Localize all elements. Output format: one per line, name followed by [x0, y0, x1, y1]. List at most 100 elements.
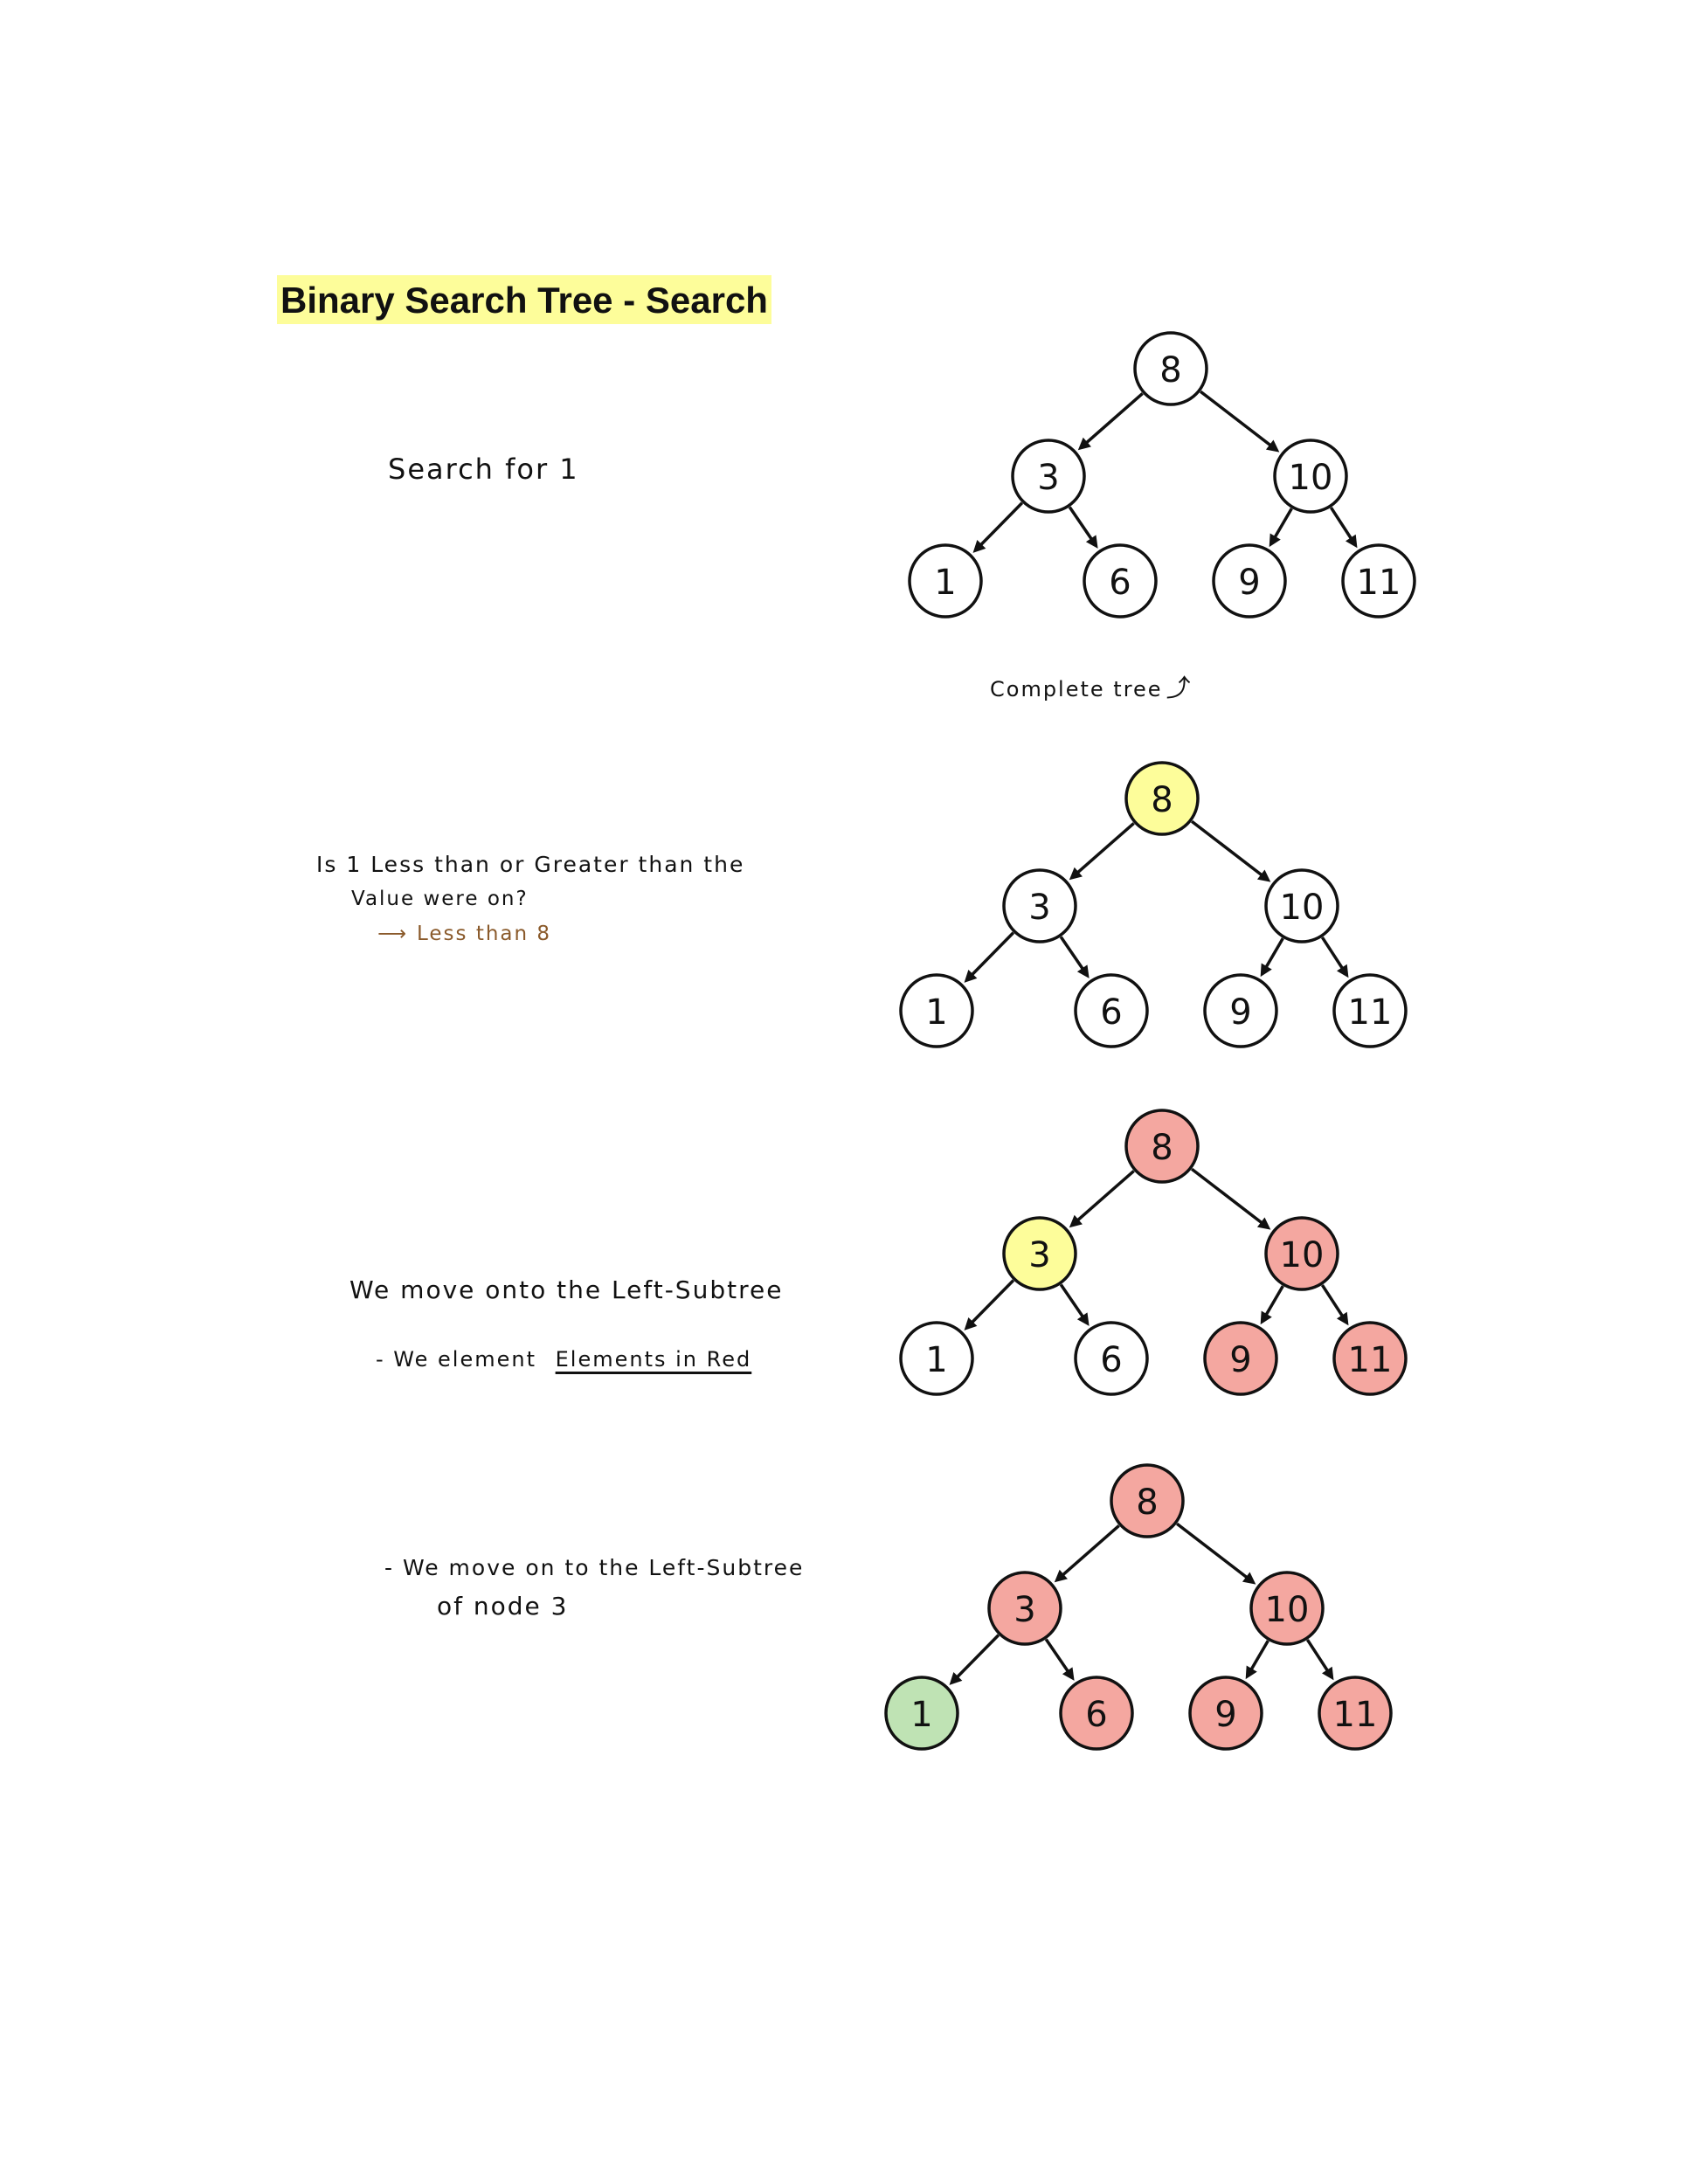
note-answer-text: Less than 8 — [416, 923, 552, 945]
tree-edge-n3-n6 — [1044, 1638, 1073, 1677]
tree-node-label: 11 — [1333, 1695, 1378, 1735]
tree-node-label: 10 — [1280, 1235, 1325, 1275]
tree-node-11: 11 — [1332, 1321, 1408, 1396]
tree-node-circle — [884, 1676, 959, 1751]
tree-node-label: 3 — [1028, 1235, 1050, 1275]
tree-node-10: 10 — [1264, 1216, 1339, 1291]
note-move-left-again-line1: - We move on to the Left-Subtree — [384, 1555, 805, 1580]
tree-node-circle — [1318, 1676, 1393, 1751]
tree-node-label: 6 — [1109, 563, 1131, 603]
tree-node-label: 1 — [934, 563, 956, 603]
arrow-head-icon — [1069, 867, 1083, 881]
tree-node-6: 6 — [1074, 973, 1149, 1048]
tree-node-label: 9 — [1214, 1695, 1236, 1735]
arrow-head-icon — [1321, 1666, 1334, 1681]
arrow-head-icon — [1077, 437, 1091, 451]
tree-node-1: 1 — [908, 543, 983, 619]
tree-node-10: 10 — [1249, 1571, 1325, 1646]
tree-node-circle — [1332, 1321, 1408, 1396]
note-question-line2: Value were on? — [351, 888, 529, 910]
tree-node-circle — [1110, 1463, 1185, 1538]
tree-node-circle — [1059, 1676, 1134, 1751]
tree-node-label: 1 — [910, 1695, 932, 1735]
tree-edge-n3-n6 — [1059, 1283, 1088, 1323]
tree-edge-n3-n1 — [966, 931, 1015, 980]
tree-node-circle — [1249, 1571, 1325, 1646]
arrow-up-icon: ⤴ — [1166, 674, 1193, 702]
tree-node-label: 6 — [1085, 1695, 1107, 1735]
tree-node-8: 8 — [1124, 761, 1200, 836]
note-eliminate-underlined: Elements in Red — [555, 1347, 752, 1372]
tree-node-circle — [1188, 1676, 1263, 1751]
arrow-right-icon: ⟶ — [377, 923, 408, 945]
arrow-head-icon — [1076, 1312, 1090, 1326]
tree-node-label: 9 — [1238, 563, 1260, 603]
tree-edge-n8-n10 — [1176, 1522, 1253, 1583]
tree-node-circle — [1273, 439, 1348, 514]
tree-node-circle — [1011, 439, 1086, 514]
tree-node-label: 6 — [1100, 1340, 1122, 1380]
arrow-head-icon — [1336, 1311, 1349, 1326]
tree-node-circle — [908, 543, 983, 619]
tree-node-label: 11 — [1357, 563, 1401, 603]
tree-node-circle — [1074, 1321, 1149, 1396]
tree-edge-n8-n3 — [1072, 1170, 1135, 1226]
note-move-left-again-line2: of node 3 — [437, 1592, 569, 1621]
tree-node-1: 1 — [899, 973, 974, 1048]
tree-node-8: 8 — [1110, 1463, 1185, 1538]
arrow-head-icon — [1269, 533, 1281, 548]
tree-node-circle — [1203, 1321, 1278, 1396]
tree-node-8: 8 — [1133, 331, 1208, 406]
tree-node-circle — [899, 973, 974, 1048]
arrow-head-icon — [1062, 1667, 1075, 1681]
arrow-head-icon — [964, 1317, 978, 1330]
arrow-head-icon — [1260, 1310, 1272, 1325]
tree-node-11: 11 — [1341, 543, 1416, 619]
tree-node-label: 8 — [1151, 780, 1173, 820]
page-title: Binary Search Tree - Search — [277, 275, 771, 325]
tree-edge-n3-n6 — [1068, 506, 1097, 545]
tree-edge-n8-n10 — [1191, 1167, 1268, 1228]
tree-edge-n8-n3 — [1072, 822, 1135, 878]
tree-edge-n3-n1 — [966, 1279, 1015, 1328]
arrow-head-icon — [1242, 1572, 1256, 1585]
tree-edge-n8-n10 — [1191, 819, 1268, 881]
tree-edge-n10-n11 — [1320, 1284, 1347, 1323]
tree-node-circle — [1083, 543, 1158, 619]
tree-node-label: 11 — [1348, 1340, 1393, 1380]
tree-node-9: 9 — [1188, 1676, 1263, 1751]
arrow-head-icon — [1054, 1569, 1068, 1583]
tree-node-label: 8 — [1151, 1128, 1173, 1168]
tree-node-9: 9 — [1212, 543, 1287, 619]
tree-node-circle — [1002, 1216, 1077, 1291]
arrow-head-icon — [964, 970, 978, 983]
tree-node-label: 1 — [925, 992, 947, 1033]
tree-node-1: 1 — [899, 1321, 974, 1396]
tree-edge-n10-n11 — [1320, 936, 1347, 975]
arrow-head-icon — [1265, 439, 1280, 453]
tree-node-3: 3 — [1011, 439, 1086, 514]
tree-node-6: 6 — [1059, 1676, 1134, 1751]
tree-node-label: 8 — [1159, 350, 1181, 390]
arrow-head-icon — [1076, 964, 1090, 978]
note-eliminate-prefix: - We element — [376, 1347, 536, 1372]
tree-node-circle — [1341, 543, 1416, 619]
tree-node-label: 11 — [1348, 992, 1393, 1033]
tree-node-10: 10 — [1273, 439, 1348, 514]
note-eliminate: - We element Elements in Red — [376, 1347, 751, 1372]
note-complete-tree-label: Complete tree — [990, 677, 1163, 702]
note-answer: ⟶ Less than 8 — [377, 923, 551, 945]
tree-node-9: 9 — [1203, 973, 1278, 1048]
tree-node-11: 11 — [1318, 1676, 1393, 1751]
tree-node-3: 3 — [1002, 1216, 1077, 1291]
tree-edge-n8-n3 — [1081, 392, 1144, 448]
arrow-head-icon — [972, 540, 986, 553]
tree-edge-n8-n3 — [1057, 1524, 1120, 1580]
tree-node-circle — [899, 1321, 974, 1396]
bst-diagram-move-left: 8 3 10 1 6 9 11 — [899, 1109, 1408, 1396]
tree-node-label: 8 — [1136, 1482, 1158, 1523]
arrow-head-icon — [1085, 535, 1098, 549]
tree-node-3: 3 — [1002, 868, 1077, 943]
tree-node-9: 9 — [1203, 1321, 1278, 1396]
tree-node-circle — [1212, 543, 1287, 619]
